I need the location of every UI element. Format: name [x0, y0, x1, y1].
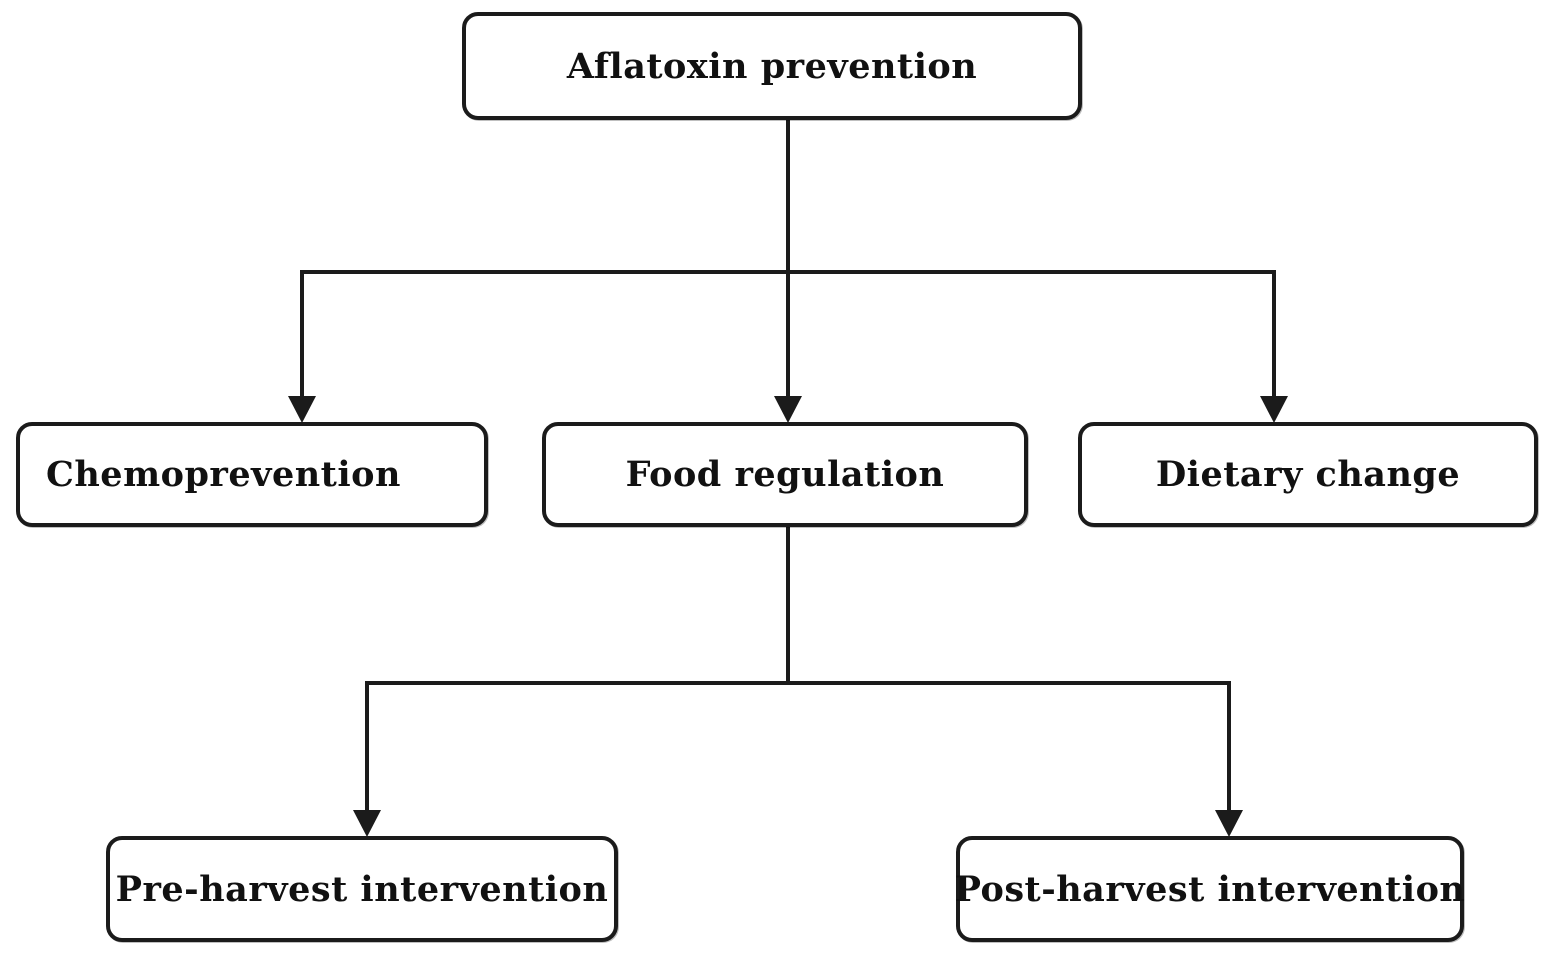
node-label: Pre-harvest intervention	[115, 868, 609, 910]
connector-drop-pre-harvest	[365, 683, 369, 813]
connector-drop-dietary-change	[1272, 272, 1276, 400]
node-label: Food regulation	[625, 454, 945, 495]
arrow-down-chemoprevention-icon	[288, 396, 316, 423]
node-label: Chemoprevention	[46, 454, 401, 495]
node-pre-harvest-intervention: Pre-harvest intervention	[106, 836, 618, 942]
node-food-regulation: Food regulation	[542, 422, 1028, 527]
arrow-down-dietary-change-icon	[1260, 396, 1288, 423]
node-chemoprevention: Chemoprevention	[16, 422, 488, 527]
node-label: Dietary change	[1155, 454, 1461, 495]
arrow-down-pre-harvest-icon	[353, 810, 381, 837]
connector-drop-chemoprevention	[300, 272, 304, 400]
node-aflatoxin-prevention: Aflatoxin prevention	[462, 12, 1082, 120]
connector-root-stem	[786, 118, 790, 274]
node-label: Aflatoxin prevention	[566, 45, 978, 87]
connector-drop-food-regulation	[786, 272, 790, 400]
arrow-down-food-regulation-icon	[774, 396, 802, 423]
node-label: Post-harvest intervention	[954, 868, 1466, 910]
connector-food-regulation-stem	[786, 525, 790, 685]
node-post-harvest-intervention: Post-harvest intervention	[954, 836, 1466, 942]
arrow-down-post-harvest-icon	[1215, 810, 1243, 837]
connector-food-regulation-branch	[365, 681, 1231, 685]
node-dietary-change: Dietary change	[1078, 422, 1538, 527]
connector-drop-post-harvest	[1227, 683, 1231, 813]
